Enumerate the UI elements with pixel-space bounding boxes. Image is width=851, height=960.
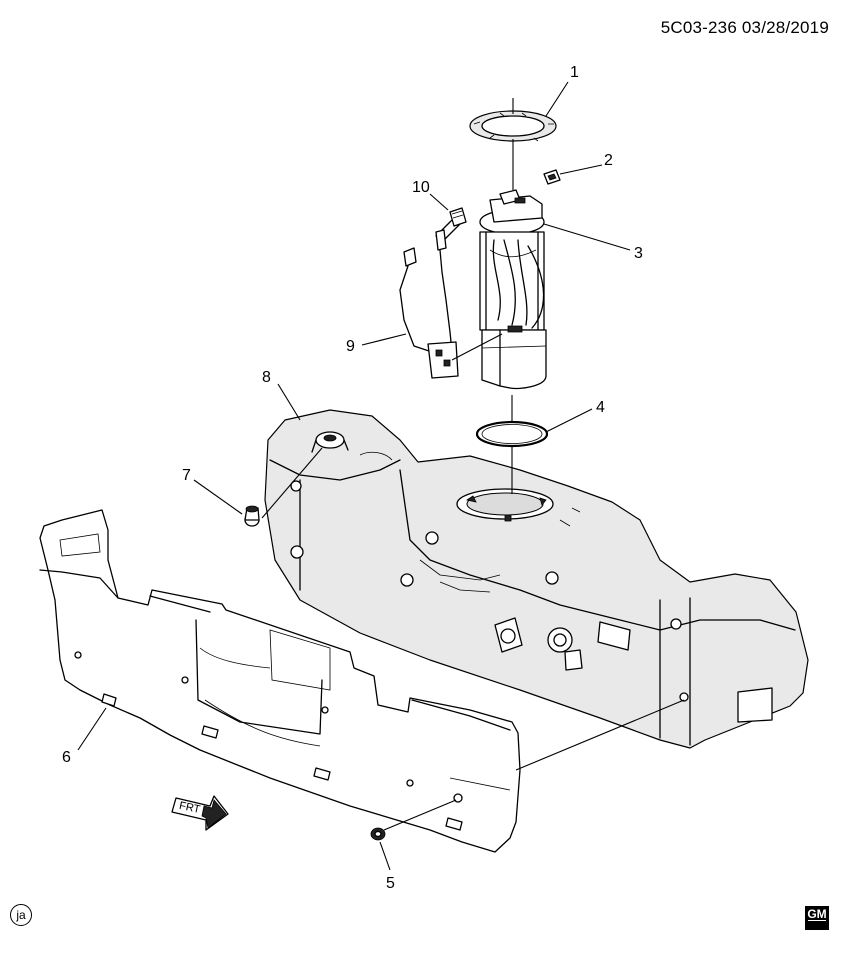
fuel-level-sensor-harness xyxy=(399,229,459,379)
diagram-reference: 5C03-236 03/28/2019 xyxy=(660,18,829,37)
callout-8: 8 xyxy=(262,369,271,386)
alignment-centerlines xyxy=(261,98,685,831)
callout-2: 2 xyxy=(604,152,613,169)
heat-shield xyxy=(39,509,521,853)
callout-9: 9 xyxy=(346,338,355,355)
gm-logo: GM xyxy=(805,906,829,930)
lock-ring xyxy=(469,110,557,142)
callout-leaders xyxy=(77,81,631,871)
illustration-badge: ja xyxy=(10,904,32,926)
fuel-pump-module xyxy=(479,189,547,390)
callout-labels: 1 2 3 4 5 6 7 8 9 10 xyxy=(62,64,643,892)
heat-shield-nut xyxy=(370,827,386,841)
filler-cap xyxy=(244,505,260,527)
callout-4: 4 xyxy=(596,399,605,416)
fuel-tank xyxy=(264,409,809,749)
callout-7: 7 xyxy=(182,467,191,484)
gm-logo-text: GM xyxy=(807,907,827,921)
callout-5: 5 xyxy=(386,875,395,892)
callout-3: 3 xyxy=(634,245,643,262)
callout-6: 6 xyxy=(62,749,71,766)
front-arrow-label: FRT xyxy=(178,800,201,816)
front-direction-arrow: FRT xyxy=(171,795,229,831)
fuel-line-fitting xyxy=(543,169,561,185)
gm-logo-rule xyxy=(808,920,826,921)
callout-10: 10 xyxy=(412,179,430,196)
callout-1: 1 xyxy=(570,64,579,81)
pump-seal xyxy=(475,420,549,448)
